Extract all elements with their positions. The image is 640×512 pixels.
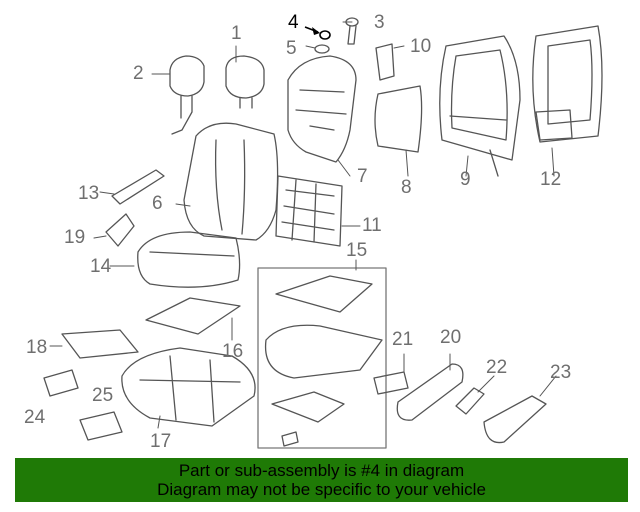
callout-22: 22 (486, 357, 508, 378)
group-15-box (257, 267, 387, 449)
callout-21: 21 (392, 329, 414, 350)
callout-7: 7 (357, 166, 368, 187)
callout-5: 5 (286, 38, 297, 59)
callout-6: 6 (152, 193, 163, 214)
notice-banner: Part or sub-assembly is #4 in diagram Di… (15, 458, 628, 502)
module-25-part (79, 411, 123, 441)
callout-8: 8 (401, 177, 412, 198)
callout-11: 11 (362, 215, 382, 236)
bracket-18-part (61, 329, 139, 359)
switch-23-part (483, 395, 547, 444)
back-panel-8-part (374, 85, 423, 153)
trim-13-part (111, 169, 165, 205)
bracket-10-part (375, 43, 395, 81)
callout-1: 1 (231, 23, 242, 44)
banner-line-1: Part or sub-assembly is #4 in diagram (178, 461, 465, 480)
module-24-part (43, 369, 79, 397)
cushion-14-part (137, 231, 241, 288)
seat-base-17-part (121, 347, 256, 427)
seat-parts-diagram (43, 17, 603, 449)
callout-12: 12 (540, 169, 562, 190)
pad-16-part (145, 297, 241, 335)
callout-3: 3 (374, 12, 385, 33)
back-cover-7-part (287, 55, 357, 163)
callout-14: 14 (90, 256, 112, 277)
callout-2: 2 (133, 63, 144, 84)
callout-25: 25 (92, 385, 114, 406)
callout-23: 23 (550, 362, 572, 383)
seatback-6-part (183, 122, 279, 241)
knob-22-part (455, 387, 485, 415)
callout-9: 9 (460, 169, 471, 190)
callout-4-arrowhead (312, 27, 320, 35)
bracket-21-part (373, 371, 409, 395)
headrest-2-part (169, 55, 205, 135)
headrest-1-part (225, 55, 265, 109)
nut-4-part (319, 30, 331, 40)
washer-5-part (314, 44, 330, 54)
rear-panel-12-part (532, 25, 603, 143)
callout-10: 10 (410, 36, 432, 57)
callout-20: 20 (440, 327, 462, 348)
callout-4: 4 (288, 12, 299, 33)
callout-15: 15 (346, 240, 368, 261)
cushion-parts-15 (264, 275, 383, 447)
side-cover-20-part (396, 363, 464, 421)
frame-9-part (439, 35, 521, 177)
callout-24: 24 (24, 407, 46, 428)
callout-16: 16 (222, 341, 244, 362)
callout-19: 19 (64, 227, 86, 248)
callout-13: 13 (78, 183, 100, 204)
bracket-19-part (105, 213, 135, 247)
callout-18: 18 (26, 337, 48, 358)
callout-17: 17 (150, 431, 172, 452)
support-11-part (275, 175, 343, 247)
banner-line-2: Diagram may not be specific to your vehi… (157, 480, 486, 499)
